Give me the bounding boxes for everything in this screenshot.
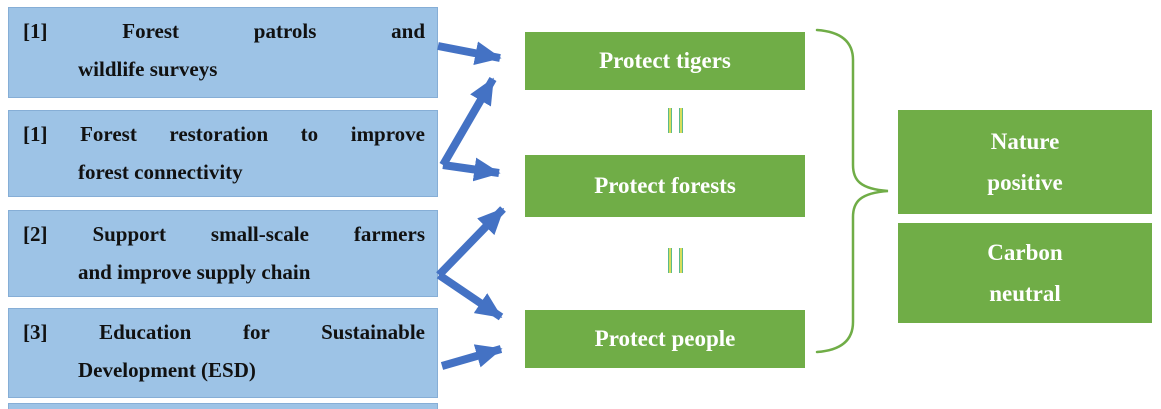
equals-icon (668, 248, 683, 273)
arrow-restoration-to-tigers (439, 76, 497, 168)
item-marker: [2] (23, 222, 48, 246)
middle-box-label: Protect tigers (599, 48, 731, 73)
right-box-carbon-neutral: Carbon neutral (898, 223, 1152, 323)
arrow-farmers-to-forests (436, 206, 506, 278)
curly-brace (815, 28, 889, 354)
item-marker: [3] (23, 320, 48, 344)
equals-bar (668, 108, 672, 133)
item-text: Forest restoration to improve (80, 122, 425, 146)
equals-icon (668, 108, 683, 133)
right-box-nature-positive: Nature positive (898, 110, 1152, 214)
equals-bar (668, 248, 672, 273)
item-text: Education for Sustainable (99, 320, 426, 344)
arrow-patrols-to-tigers (437, 41, 502, 66)
middle-box-label: Protect people (594, 326, 736, 351)
card-line-1: [3] Education for Sustainable (23, 313, 425, 351)
equals-bar (679, 248, 683, 273)
middle-box-label: Protect forests (594, 173, 736, 198)
left-card-support-farmers: [2] Support small-scale farmers and impr… (8, 210, 438, 297)
left-card-forest-patrols: [1] Forest patrols and wildlife surveys (8, 7, 438, 98)
card-line-1: [1] Forest restoration to improve (23, 115, 425, 153)
arrow-education-to-people (440, 344, 503, 370)
left-card-education: [3] Education for Sustainable Developmen… (8, 308, 438, 398)
arrow-farmers-to-people (436, 271, 504, 321)
card-line-2: forest connectivity (78, 160, 243, 184)
middle-box-protect-tigers: Protect tigers (525, 32, 805, 90)
middle-box-protect-forests: Protect forests (525, 155, 805, 217)
item-marker: [1] (23, 122, 48, 146)
item-marker: [1] (23, 19, 48, 43)
card-line-1: [2] Support small-scale farmers (23, 215, 425, 253)
right-box-line: Carbon (987, 240, 1063, 265)
right-box-line: Nature (990, 129, 1060, 154)
left-card-forest-restoration: [1] Forest restoration to improve forest… (8, 110, 438, 197)
right-box-line: neutral (989, 281, 1061, 306)
card-line-2: and improve supply chain (78, 260, 311, 284)
item-text: Support small-scale farmers (92, 222, 425, 246)
card-line-2: Development (ESD) (78, 358, 256, 382)
equals-bar (679, 108, 683, 133)
card-line-1: [1] Forest patrols and (23, 12, 425, 50)
card-line-2: wildlife surveys (78, 57, 218, 81)
right-box-line: positive (987, 170, 1063, 195)
item-text: Forest patrols and (122, 19, 426, 43)
arrow-restoration-to-forests (442, 157, 501, 182)
left-card-partial (8, 403, 438, 409)
middle-box-protect-people: Protect people (525, 310, 805, 368)
